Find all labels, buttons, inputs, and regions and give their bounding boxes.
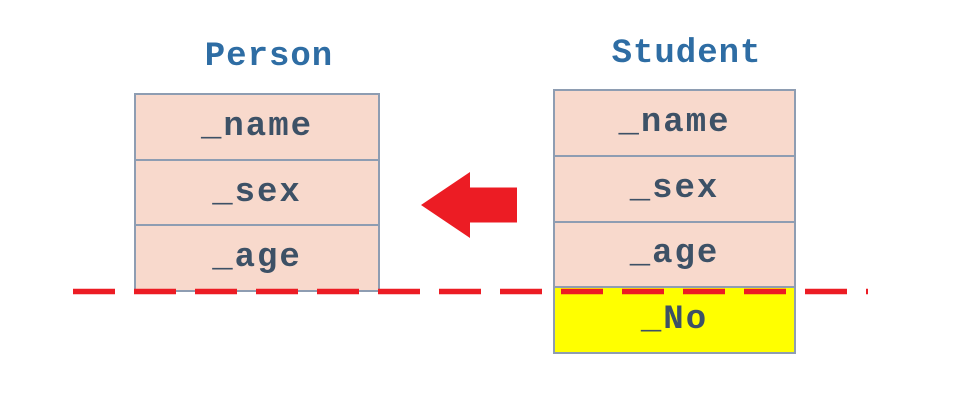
student-class-title: Student bbox=[611, 35, 762, 73]
person-field-name: _name bbox=[136, 95, 378, 159]
student-class-box: _name _sex _age _No bbox=[553, 89, 796, 354]
person-field-age: _age bbox=[136, 224, 378, 291]
student-field-sex-label: _sex bbox=[629, 169, 720, 208]
student-field-no-label: _No bbox=[640, 301, 709, 340]
person-field-name-label: _name bbox=[200, 107, 314, 146]
person-class-title: Person bbox=[204, 38, 334, 76]
student-field-age-label: _age bbox=[629, 235, 720, 274]
person-field-age-label: _age bbox=[212, 239, 302, 278]
student-field-name: _name bbox=[555, 91, 794, 155]
student-field-name-label: _name bbox=[618, 103, 731, 142]
student-field-no-highlighted: _No bbox=[555, 286, 794, 352]
student-field-sex: _sex bbox=[555, 154, 794, 221]
person-field-sex-label: _sex bbox=[212, 173, 302, 212]
student-field-age: _age bbox=[555, 220, 794, 287]
person-field-sex: _sex bbox=[136, 158, 378, 225]
left-block-arrow-icon bbox=[421, 172, 517, 238]
person-class-box: _name _sex _age bbox=[134, 93, 380, 292]
